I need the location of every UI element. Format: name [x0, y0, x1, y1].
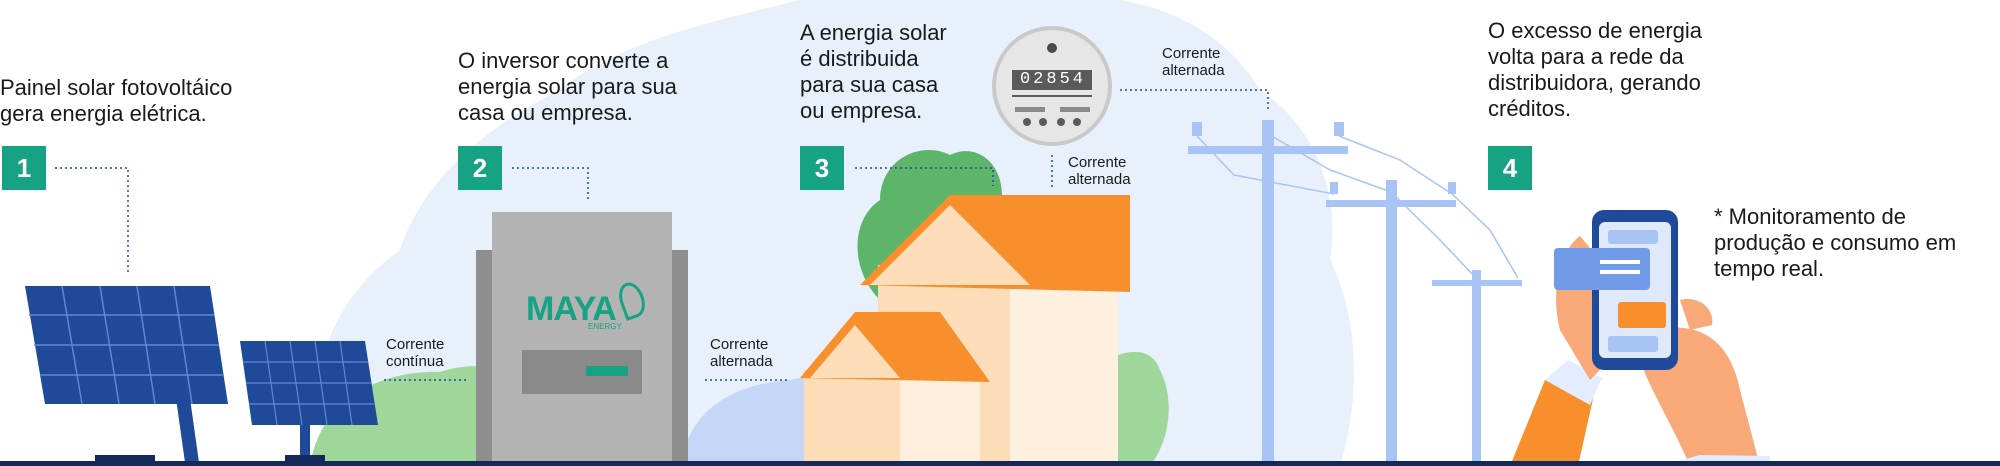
step-1-badge: 1 — [2, 146, 46, 190]
smartphone-icon — [1554, 210, 1713, 370]
step-4-caption: O excesso de energia volta para a rede d… — [1488, 18, 1703, 121]
ground-line — [0, 461, 2000, 466]
flow-label-ac-meter-below: Corrente alternada — [1068, 154, 1131, 188]
dotted-connectors — [55, 89, 1269, 381]
energy-meter-icon — [992, 26, 1112, 146]
step-1-caption: Painel solar fotovoltáico gera energia e… — [0, 75, 233, 126]
meter-reading: 02854 — [1019, 70, 1086, 89]
step-3-caption: A energia solar é distribuida para sua c… — [800, 20, 947, 123]
step-2-caption: O inversor converte a energia solar para… — [458, 48, 677, 125]
power-pole-icon — [1188, 120, 1522, 466]
inverter-brand: MAYA — [526, 290, 617, 329]
house-icon — [800, 195, 1130, 466]
step-4-badge: 4 — [1488, 146, 1532, 190]
monitoring-note: * Monitoramento de produção e consumo em… — [1714, 204, 1957, 281]
flow-label-ac-meter-right: Corrente alternada — [1162, 45, 1225, 79]
step-2-badge: 2 — [458, 146, 502, 190]
inverter-brand-sub: ENERGY — [588, 322, 622, 331]
flow-label-dc: Corrente contínua — [386, 336, 445, 370]
flow-label-ac-inverter: Corrente alternada — [710, 336, 773, 370]
inverter-icon — [476, 212, 688, 466]
step-3-badge: 3 — [800, 146, 844, 190]
inverter-brand-name: MAYA — [526, 290, 617, 328]
solar-panel-icon — [25, 285, 378, 463]
